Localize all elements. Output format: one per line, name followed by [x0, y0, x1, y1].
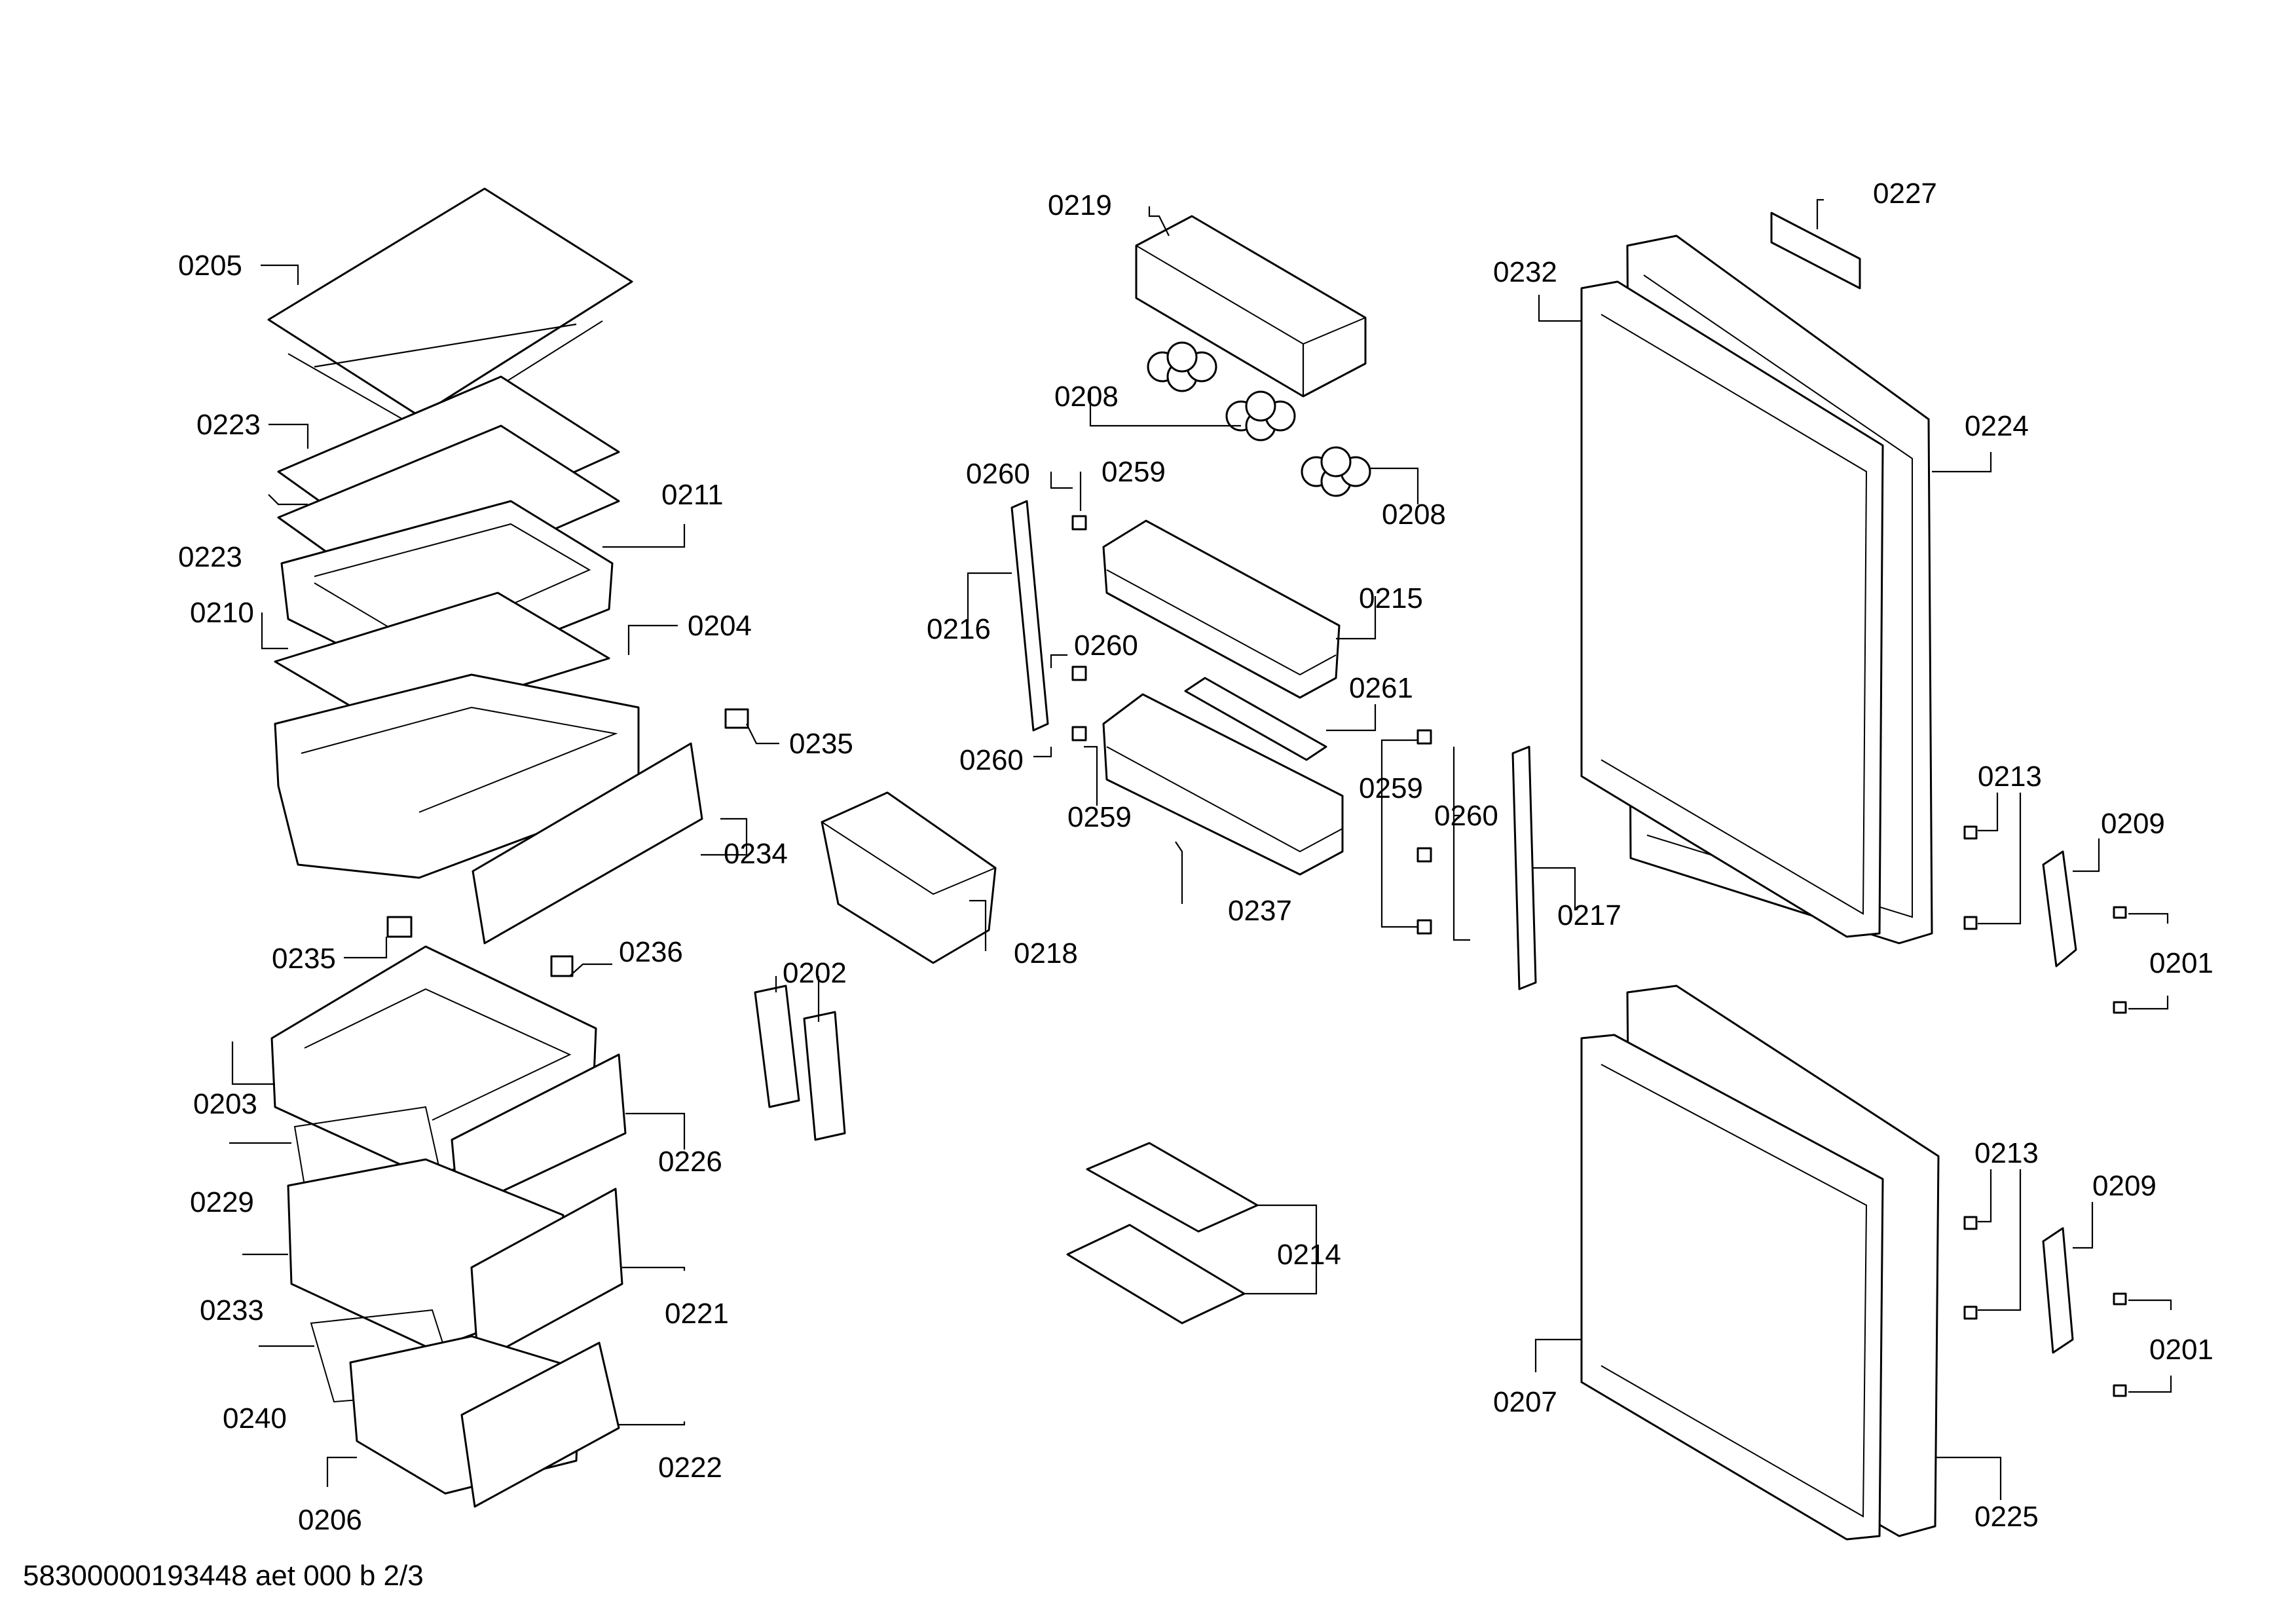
callout-0223-upper: 0223	[196, 409, 261, 441]
callout-0260-right: 0260	[1434, 800, 1498, 832]
part-side-rail-0216	[1010, 500, 1049, 732]
part-freezer-front-0221	[470, 1188, 623, 1364]
document-reference-footer: 58300000193448 aet 000 b 2/3	[23, 1560, 424, 1592]
callout-0237: 0237	[1228, 895, 1292, 927]
callout-0225: 0225	[1974, 1501, 2039, 1533]
part-gasket-0207	[1580, 1034, 1884, 1541]
callout-0222: 0222	[658, 1452, 722, 1484]
part-container-0218	[821, 791, 997, 964]
callout-0259-upper: 0259	[1102, 456, 1166, 488]
callout-0211: 0211	[661, 479, 724, 511]
callout-0223-lower: 0223	[178, 541, 242, 573]
callout-0215: 0215	[1359, 582, 1423, 614]
callout-0206: 0206	[298, 1504, 362, 1536]
part-clip-0236	[550, 955, 574, 977]
part-side-rail-0217	[1511, 745, 1537, 990]
callout-0259-lower: 0259	[1067, 801, 1132, 833]
part-gasket-0232	[1580, 280, 1884, 938]
callout-0235-upper: 0235	[789, 728, 853, 760]
callout-0217: 0217	[1557, 899, 1621, 931]
part-handle-0209-upper	[2042, 850, 2077, 967]
callout-0216: 0216	[927, 613, 991, 645]
part-screw-0259-upper	[1071, 515, 1087, 531]
part-door-shelf-0237	[1102, 693, 1344, 876]
callout-0219: 0219	[1048, 189, 1112, 221]
callout-0208-lower: 0208	[1382, 498, 1446, 531]
part-drawer-front-0234	[472, 742, 703, 945]
leader-lines	[229, 198, 2172, 1500]
callout-0260-middle: 0260	[1074, 629, 1138, 662]
callout-0210: 0210	[190, 597, 254, 629]
part-door-shelf-0215	[1102, 519, 1341, 699]
part-glass-shelf-0205	[267, 187, 633, 434]
callout-0260-lower: 0260	[959, 744, 1024, 776]
callout-0221: 0221	[665, 1298, 729, 1330]
part-cap-0201	[2113, 906, 2127, 1397]
part-egg-tray-0208-middle	[1225, 390, 1296, 441]
callout-0202: 0202	[783, 957, 847, 989]
callout-0236: 0236	[619, 936, 683, 968]
part-egg-tray-0208-upper	[1147, 341, 1217, 392]
callout-0233: 0233	[200, 1294, 264, 1326]
part-clip-0235-lower	[386, 916, 413, 938]
part-screw-0259-lower	[1071, 726, 1087, 741]
callout-0234: 0234	[724, 838, 788, 870]
callout-0226: 0226	[658, 1146, 722, 1178]
part-label-0227	[1770, 212, 1861, 290]
callout-0201-upper: 0201	[2149, 947, 2213, 979]
callout-0205: 0205	[178, 250, 242, 282]
callout-0232: 0232	[1493, 256, 1557, 288]
callout-0240: 0240	[223, 1402, 287, 1435]
callout-0227: 0227	[1873, 178, 1937, 210]
callout-0261: 0261	[1349, 672, 1413, 704]
part-clip-0235-upper	[724, 708, 749, 729]
callout-0209-upper: 0209	[2101, 808, 2165, 840]
callout-0229: 0229	[190, 1186, 254, 1218]
callout-0207: 0207	[1493, 1386, 1557, 1418]
part-bottle-holder-0261	[1184, 677, 1327, 761]
callout-0260-upper: 0260	[966, 458, 1030, 490]
callout-0218: 0218	[1014, 937, 1078, 969]
part-ice-pack-0202	[754, 985, 846, 1141]
callout-0208-upper: 0208	[1054, 381, 1119, 413]
callout-0203: 0203	[193, 1088, 257, 1120]
callout-0213-upper: 0213	[1978, 760, 2042, 793]
callout-0259-right: 0259	[1359, 772, 1423, 804]
callout-0214: 0214	[1277, 1239, 1341, 1271]
callout-0209-lower: 0209	[2092, 1170, 2157, 1202]
callout-labels: 0205 0223 0223 0211 0210 0204 0235 0234 …	[178, 178, 2213, 1536]
callout-0204: 0204	[688, 610, 752, 642]
part-ice-tray-0214	[1066, 1142, 1259, 1324]
part-handle-0209-lower	[2042, 1227, 2074, 1354]
callout-0213-lower: 0213	[1974, 1137, 2039, 1169]
callout-0235-lower: 0235	[272, 943, 336, 975]
part-freezer-front-0222	[460, 1342, 620, 1508]
callout-0224: 0224	[1965, 410, 2029, 442]
part-screw-0259-right	[1416, 729, 1432, 935]
part-screw-0260-middle	[1071, 666, 1087, 681]
part-hinge-pin-0213	[1963, 825, 1978, 1320]
callout-0201-lower: 0201	[2149, 1334, 2213, 1366]
part-egg-tray-0208-lower	[1301, 446, 1371, 497]
part-butter-box-0219	[1135, 215, 1367, 398]
